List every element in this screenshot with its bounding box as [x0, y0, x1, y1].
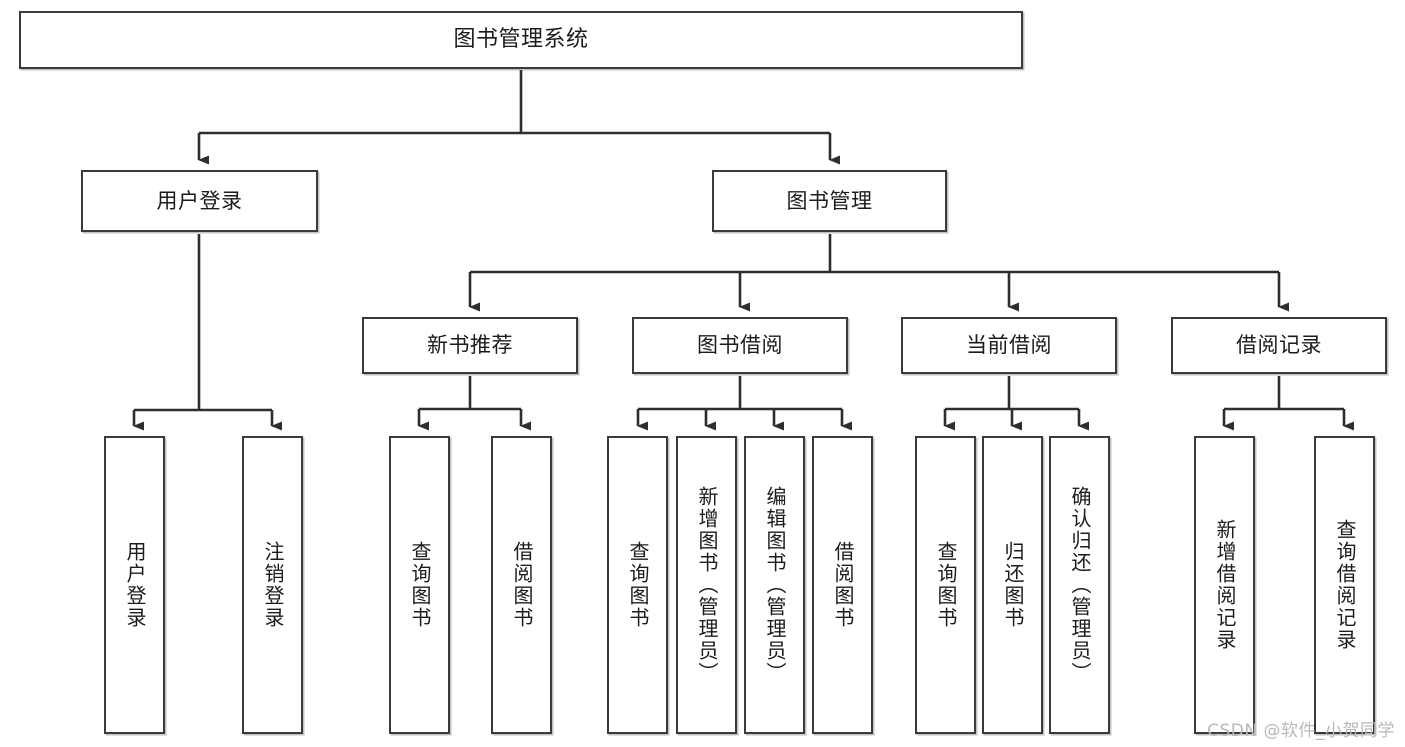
node-label: 图书管理 [786, 188, 873, 213]
leaf-confirm-return-admin[interactable]: 确认归还（管理员） [1049, 436, 1110, 734]
leaf-return-book[interactable]: 归还图书 [982, 436, 1043, 734]
node-root-book-management-system[interactable]: 图书管理系统 [19, 11, 1023, 69]
node-user-login[interactable]: 用户登录 [81, 170, 318, 232]
node-label: 查询图书 [934, 541, 958, 629]
leaf-add-book-admin[interactable]: 新增图书（管理员） [676, 436, 737, 734]
node-borrow-record[interactable]: 借阅记录 [1171, 317, 1387, 374]
leaf-query-book-recommend[interactable]: 查询图书 [389, 436, 450, 734]
node-label: 图书借阅 [697, 333, 783, 358]
node-label: 归还图书 [1001, 541, 1025, 629]
leaf-add-borrow-record[interactable]: 新增借阅记录 [1194, 436, 1255, 734]
node-label: 用户登录 [156, 188, 243, 213]
leaf-query-book-borrow[interactable]: 查询图书 [607, 436, 668, 734]
node-label: 查询图书 [626, 541, 650, 629]
node-label: 新增图书（管理员） [695, 486, 719, 684]
leaf-logout[interactable]: 注销登录 [242, 436, 303, 734]
node-label: 新增借阅记录 [1213, 519, 1237, 651]
leaf-edit-book-admin[interactable]: 编辑图书（管理员） [744, 436, 805, 734]
node-label: 用户登录 [123, 541, 147, 629]
node-label: 新书推荐 [427, 333, 513, 358]
leaf-user-login[interactable]: 用户登录 [104, 436, 165, 734]
node-label: 借阅图书 [510, 541, 534, 629]
leaf-borrow-book-recommend[interactable]: 借阅图书 [491, 436, 552, 734]
node-label: 当前借阅 [966, 333, 1052, 358]
node-label: 查询借阅记录 [1333, 519, 1357, 651]
node-label: 借阅记录 [1236, 333, 1322, 358]
node-label: 编辑图书（管理员） [763, 486, 787, 684]
node-new-book-recommend[interactable]: 新书推荐 [362, 317, 578, 374]
node-book-management[interactable]: 图书管理 [712, 170, 947, 232]
leaf-query-borrow-record[interactable]: 查询借阅记录 [1314, 436, 1375, 734]
node-label: 确认归还（管理员） [1068, 486, 1092, 684]
node-label: 图书管理系统 [453, 27, 589, 53]
leaf-query-book-current[interactable]: 查询图书 [915, 436, 976, 734]
node-label: 查询图书 [408, 541, 432, 629]
node-current-borrow[interactable]: 当前借阅 [901, 317, 1117, 374]
node-label: 借阅图书 [831, 541, 855, 629]
leaf-borrow-book[interactable]: 借阅图书 [812, 436, 873, 734]
node-book-borrow[interactable]: 图书借阅 [632, 317, 848, 374]
node-label: 注销登录 [261, 541, 285, 629]
